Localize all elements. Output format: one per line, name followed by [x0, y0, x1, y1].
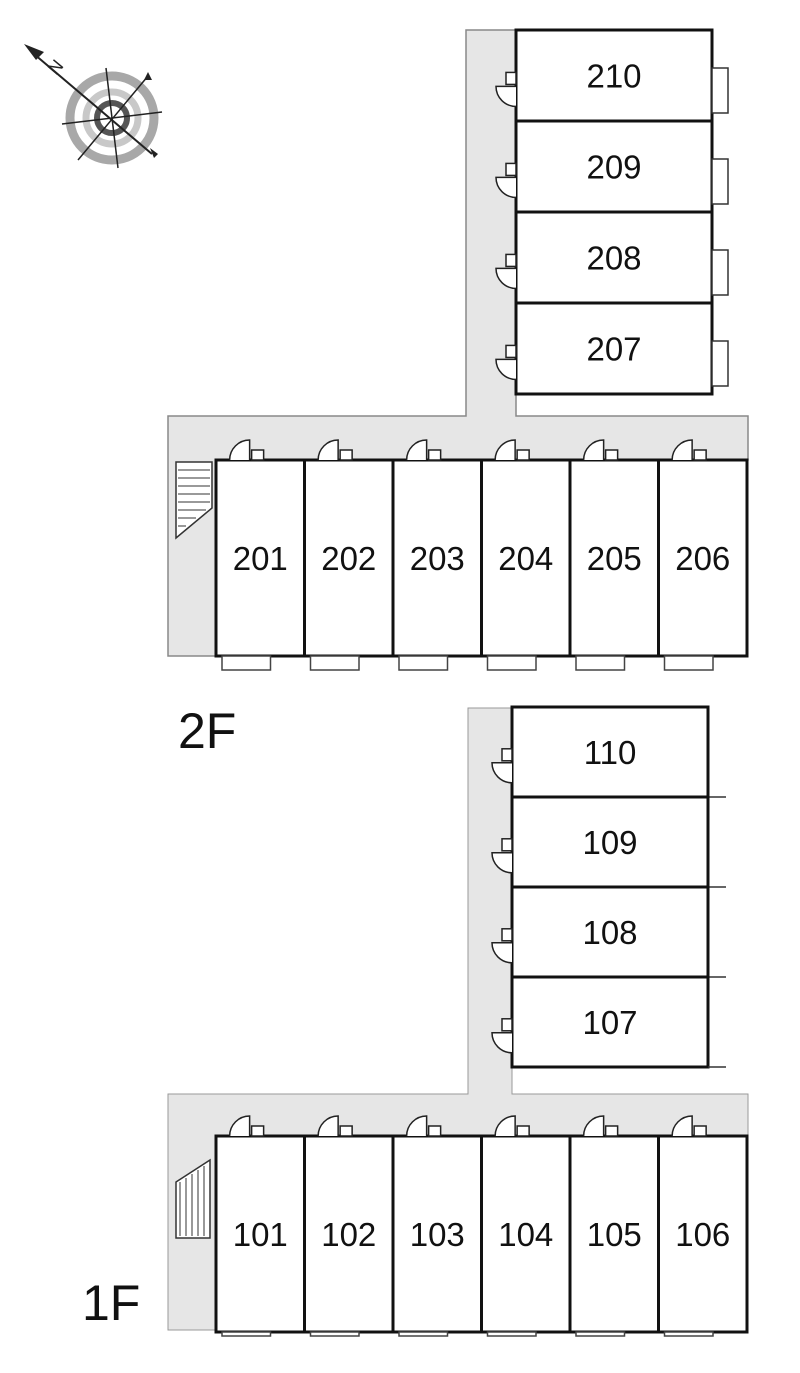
- staircase-2f: [175, 461, 213, 540]
- room-number: 110: [584, 734, 637, 771]
- door-icon: [228, 439, 265, 461]
- room-210[interactable]: 210: [495, 28, 729, 123]
- room-103[interactable]: 103: [391, 1115, 483, 1337]
- room-208[interactable]: 208: [495, 210, 729, 305]
- door-icon: [491, 1018, 513, 1054]
- room-107[interactable]: 107: [491, 975, 726, 1069]
- room-number: 209: [586, 149, 641, 186]
- room-207[interactable]: 207: [495, 301, 729, 396]
- room-number: 101: [233, 1216, 288, 1253]
- room-number: 104: [498, 1216, 553, 1253]
- north-label: N: [44, 56, 68, 79]
- door-icon: [495, 71, 517, 108]
- room-number: 108: [582, 914, 637, 951]
- room-number: 103: [410, 1216, 465, 1253]
- room-106[interactable]: 106: [657, 1115, 749, 1337]
- room-number: 102: [321, 1216, 376, 1253]
- room-number: 210: [586, 58, 641, 95]
- room-109[interactable]: 109: [491, 795, 726, 889]
- room-202[interactable]: 202: [303, 439, 395, 671]
- door-icon: [317, 1115, 353, 1137]
- room-number: 109: [582, 824, 637, 861]
- room-104[interactable]: 104: [480, 1115, 572, 1337]
- floor-label-1f: 1F: [82, 1275, 140, 1331]
- room-206[interactable]: 206: [657, 439, 749, 671]
- door-icon: [494, 1115, 530, 1137]
- room-209[interactable]: 209: [495, 119, 729, 214]
- door-icon: [491, 928, 513, 964]
- room-105[interactable]: 105: [568, 1115, 660, 1337]
- room-108[interactable]: 108: [491, 885, 726, 979]
- room-101[interactable]: 101: [214, 1115, 306, 1337]
- room-number: 203: [410, 540, 465, 577]
- door-icon: [671, 439, 707, 461]
- door-icon: [491, 838, 513, 874]
- door-icon: [228, 1115, 265, 1137]
- room-205[interactable]: 205: [568, 439, 660, 671]
- room-number: 208: [586, 240, 641, 277]
- door-icon: [495, 162, 517, 199]
- room-102[interactable]: 102: [303, 1115, 395, 1337]
- room-number: 106: [675, 1216, 730, 1253]
- room-203[interactable]: 203: [391, 439, 483, 671]
- door-icon: [582, 439, 619, 461]
- door-icon: [582, 1115, 619, 1137]
- door-icon: [494, 439, 530, 461]
- door-icon: [405, 1115, 442, 1137]
- room-110[interactable]: 110: [491, 705, 726, 799]
- room-201[interactable]: 201: [214, 439, 306, 671]
- door-icon: [405, 439, 442, 461]
- room-number: 207: [586, 331, 641, 368]
- room-number: 105: [587, 1216, 642, 1253]
- room-number: 202: [321, 540, 376, 577]
- door-icon: [317, 439, 353, 461]
- room-number: 205: [587, 540, 642, 577]
- door-icon: [495, 344, 517, 381]
- floor-label-2f: 2F: [178, 703, 236, 759]
- door-icon: [491, 748, 513, 784]
- room-number: 201: [233, 540, 288, 577]
- room-number: 204: [498, 540, 553, 577]
- room-204[interactable]: 204: [480, 439, 572, 671]
- room-number: 206: [675, 540, 730, 577]
- door-icon: [671, 1115, 707, 1137]
- compass-north-arrow-icon: N: [24, 44, 163, 169]
- staircase-1f: [175, 1158, 211, 1239]
- room-number: 107: [582, 1004, 637, 1041]
- door-icon: [495, 253, 517, 290]
